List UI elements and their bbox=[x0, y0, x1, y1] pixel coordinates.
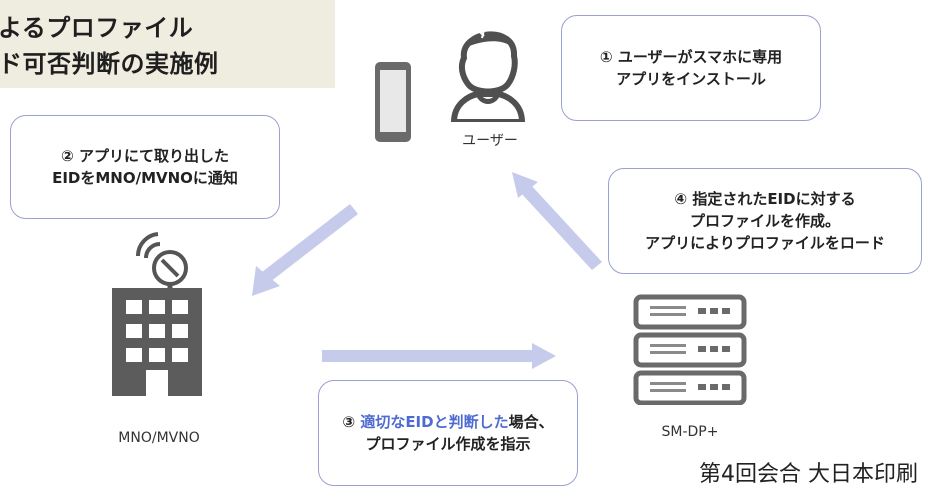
smartphone-icon bbox=[375, 62, 411, 142]
note-step-4: ④ 指定されたEIDに対する プロファイルを作成。 アプリによりプロファイルをロ… bbox=[608, 168, 922, 274]
note-step-1: ① ユーザーがスマホに専用 アプリをインストール bbox=[561, 15, 821, 121]
note-step-3-suffix: 場合、 bbox=[508, 413, 554, 431]
note-step-3-highlight: 適切なEIDと判断した bbox=[360, 413, 509, 431]
arrow-user-to-mno bbox=[252, 204, 358, 296]
note-step-4-line-2: プロファイルを作成。 bbox=[689, 212, 840, 230]
note-step-3-line-1: ③ 適切なEIDと判断した場合、 bbox=[342, 411, 553, 433]
note-step-2: ② アプリにて取り出した EIDをMNO/MVNOに通知 bbox=[10, 115, 280, 219]
note-step-4-line-1: ④ 指定されたEIDに対する bbox=[674, 190, 856, 208]
mno-label: MNO/MVNO bbox=[118, 430, 200, 446]
title-banner: よるプロファイル ド可否判断の実施例 bbox=[0, 0, 335, 88]
arrow-smdp-to-user bbox=[512, 172, 602, 270]
note-step-2-line-1: ② アプリにて取り出した bbox=[61, 147, 229, 165]
note-step-4-line-3: アプリによりプロファイルをロード bbox=[645, 234, 885, 252]
smdp-label: SM-DP+ bbox=[661, 424, 719, 440]
server-icon bbox=[633, 294, 747, 405]
title-line-1: よるプロファイル bbox=[0, 14, 194, 42]
note-step-1-line-2: アプリをインストール bbox=[616, 70, 766, 88]
footer-source: 第4回会合 大日本印刷 bbox=[699, 462, 918, 487]
note-step-1-line-1: ① ユーザーがスマホに専用 bbox=[599, 48, 783, 66]
note-step-2-line-2: EIDをMNO/MVNOに通知 bbox=[52, 169, 238, 187]
user-icon bbox=[450, 29, 526, 122]
note-step-3-prefix: ③ bbox=[342, 413, 361, 431]
title-line-2: ド可否判断の実施例 bbox=[0, 50, 219, 78]
building-icon bbox=[112, 288, 202, 396]
note-step-3: ③ 適切なEIDと判断した場合、 プロファイル作成を指示 bbox=[318, 380, 578, 486]
user-label: ユーザー bbox=[462, 133, 518, 149]
arrow-mno-to-smdp bbox=[322, 343, 556, 369]
note-step-3-line-2: プロファイル作成を指示 bbox=[365, 435, 531, 453]
